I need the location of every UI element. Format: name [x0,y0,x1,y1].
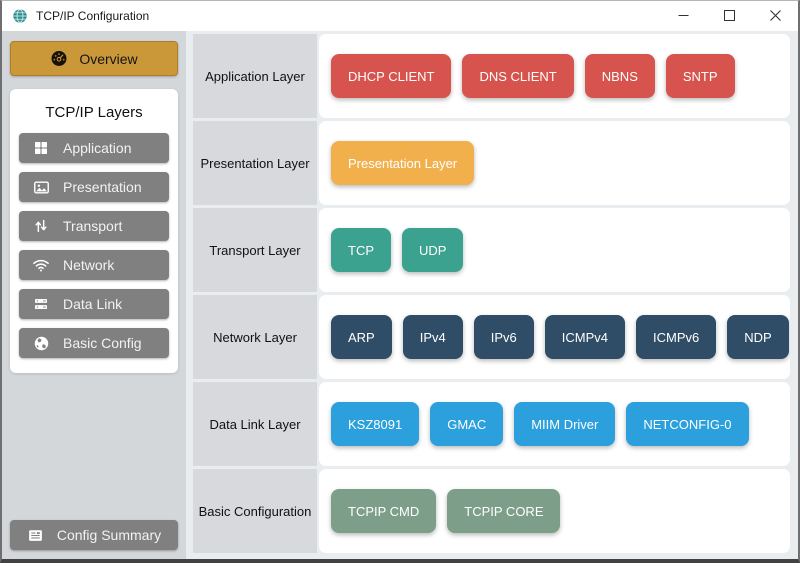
image-icon [32,178,50,196]
tcpip-layers-panel: TCP/IP Layers Application Presentation T… [10,89,178,373]
window-title: TCP/IP Configuration [36,9,150,23]
module-button-tcpip-core[interactable]: TCPIP CORE [447,489,561,533]
sidebar-item-label: Transport [63,218,123,234]
module-button-ksz8091[interactable]: KSZ8091 [331,402,420,446]
sidebar-item-label: Network [63,257,115,273]
maximize-button[interactable] [706,1,752,31]
module-button-udp[interactable]: UDP [402,228,464,272]
titlebar: TCP/IP Configuration [2,1,798,31]
window-body: Overview TCP/IP Layers Application Prese… [2,31,798,559]
sidebar-item-transport[interactable]: Transport [19,211,169,241]
module-button-sntp[interactable]: SNTP [665,54,735,98]
overview-label: Overview [79,50,138,67]
module-button-dns-client[interactable]: DNS CLIENT [462,54,574,98]
minimize-button[interactable] [660,1,706,31]
layer-row-content: Presentation Layer [319,121,790,205]
sidebar-spacer [10,373,178,520]
close-button[interactable] [752,1,798,31]
layer-row-label: Presentation Layer [193,121,317,205]
sidebar-item-label: Data Link [63,296,123,312]
minimize-icon [678,9,689,24]
sidebar-item-label: Application [63,140,132,156]
gauge-icon [50,50,68,68]
module-button-ipv6[interactable]: IPv6 [473,315,534,359]
maximize-icon [723,9,735,24]
module-button-icmpv6[interactable]: ICMPv6 [636,315,717,359]
config-summary-button[interactable]: Config Summary [10,520,178,550]
layer-row-label: Network Layer [193,295,317,379]
sidebar-item-label: Presentation [63,179,142,195]
server-icon [32,295,50,313]
sidebar-item-application[interactable]: Application [19,133,169,163]
module-button-nbns[interactable]: NBNS [584,54,655,98]
module-button-ipv4[interactable]: IPv4 [402,315,463,359]
network-globe-icon [12,8,28,24]
sidebar: Overview TCP/IP Layers Application Prese… [2,31,186,559]
layer-row-label: Basic Configuration [193,469,317,553]
layers-buttons: Application Presentation Transport Netwo… [19,133,169,358]
module-button-presentation-layer[interactable]: Presentation Layer [331,141,475,185]
wifi-icon [32,256,50,274]
sidebar-item-presentation[interactable]: Presentation [19,172,169,202]
window-controls [660,1,798,31]
module-button-tcpip-cmd[interactable]: TCPIP CMD [331,489,437,533]
row-presentation-layer: Presentation Layer Presentation Layer [193,121,790,205]
layer-row-label: Application Layer [193,34,317,118]
close-icon [769,9,781,24]
module-button-netconfig-0[interactable]: NETCONFIG-0 [626,402,749,446]
module-button-gmac[interactable]: GMAC [430,402,504,446]
sidebar-item-network[interactable]: Network [19,250,169,280]
grid-icon [32,139,50,157]
summary-icon [27,526,45,544]
layer-row-label: Data Link Layer [193,382,317,466]
module-button-tcp[interactable]: TCP [331,228,391,272]
module-button-miim-driver[interactable]: MIIM Driver [514,402,616,446]
module-button-icmpv4[interactable]: ICMPv4 [544,315,625,359]
arrows-vertical-icon [32,217,50,235]
sidebar-item-basic-config[interactable]: Basic Config [19,328,169,358]
module-button-dhcp-client[interactable]: DHCP CLIENT [331,54,452,98]
layers-panel-title: TCP/IP Layers [45,104,143,121]
config-summary-label: Config Summary [56,527,162,543]
sidebar-item-data-link[interactable]: Data Link [19,289,169,319]
sidebar-item-label: Basic Config [63,335,142,351]
module-button-arp[interactable]: ARP [331,315,392,359]
module-button-ndp[interactable]: NDP [727,315,789,359]
overview-button[interactable]: Overview [10,41,178,76]
layer-row-label: Transport Layer [193,208,317,292]
globe-icon [32,334,50,352]
